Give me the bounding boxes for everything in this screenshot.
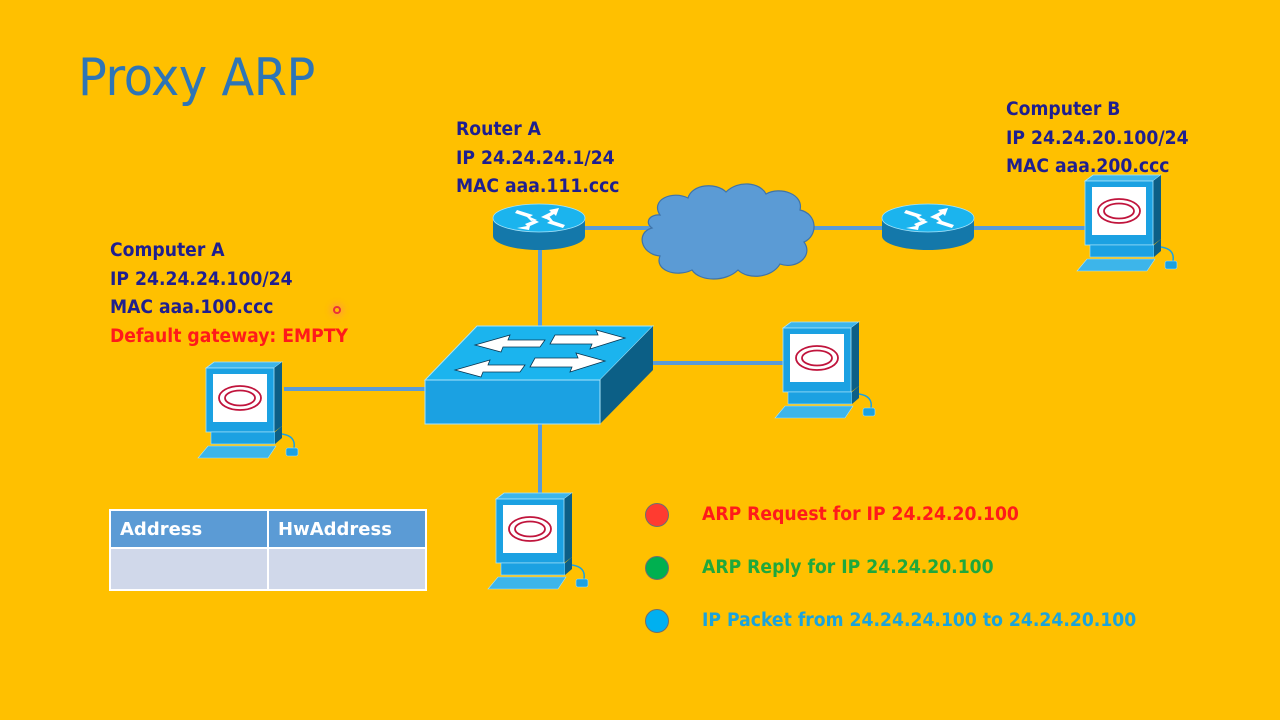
router-b-icon	[881, 203, 975, 251]
legend-label: ARP Request for IP 24.24.20.100	[702, 504, 1019, 525]
arp-table-cell-address	[109, 547, 269, 591]
computer-b-label: Computer B IP 24.24.20.100/24 MAC aaa.20…	[1006, 96, 1189, 182]
computer-b-ip: IP 24.24.20.100/24	[1006, 127, 1189, 149]
computer-a-mac: MAC aaa.100.ccc	[110, 297, 274, 318]
legend-item-arp-reply: ARP Reply for IP 24.24.20.100	[645, 541, 994, 594]
links	[284, 226, 1092, 497]
legend-label: IP Packet from 24.24.24.100 to 24.24.20.…	[702, 610, 1137, 631]
router-a-mac: MAC aaa.111.ccc	[456, 176, 620, 197]
computer-a-icon	[197, 361, 299, 459]
legend: ARP Request for IP 24.24.20.100 ARP Repl…	[645, 488, 1136, 647]
computer-a-label: Computer A IP 24.24.24.100/24 MAC aaa.10…	[110, 237, 348, 351]
blue-dot-icon	[645, 608, 669, 633]
wan-cloud	[641, 183, 815, 280]
arp-table: Address HwAddress	[109, 509, 427, 591]
arp-table-header-hwaddress: HwAddress	[267, 509, 427, 549]
green-dot-icon	[645, 555, 669, 580]
arp-table-header-address: Address	[109, 509, 269, 549]
page-title: Proxy ARP	[78, 48, 315, 108]
switch-icon	[423, 325, 655, 425]
arp-table-row	[109, 547, 427, 591]
pc-right-icon	[774, 321, 876, 419]
arp-table-cell-hwaddress	[267, 547, 427, 591]
computer-a-gateway: Default gateway: EMPTY	[110, 325, 348, 347]
computer-a-name: Computer A	[110, 240, 225, 261]
computer-a-ip: IP 24.24.24.100/24	[110, 268, 293, 290]
legend-label: ARP Reply for IP 24.24.20.100	[702, 557, 994, 578]
router-a-icon	[492, 203, 586, 251]
computer-b-mac: MAC aaa.200.ccc	[1006, 156, 1170, 177]
computer-b-name: Computer B	[1006, 99, 1121, 120]
router-a-name: Router A	[456, 119, 542, 140]
red-dot-icon	[645, 502, 669, 527]
legend-item-ip-packet: IP Packet from 24.24.24.100 to 24.24.20.…	[645, 594, 1136, 647]
router-a-ip: IP 24.24.24.1/24	[456, 147, 615, 169]
pointer-cursor	[333, 306, 341, 314]
legend-item-arp-request: ARP Request for IP 24.24.20.100	[645, 488, 1019, 541]
router-a-label: Router A IP 24.24.24.1/24 MAC aaa.111.cc…	[456, 116, 619, 202]
computer-b-icon	[1076, 174, 1178, 272]
pc-bottom-icon	[487, 492, 589, 590]
